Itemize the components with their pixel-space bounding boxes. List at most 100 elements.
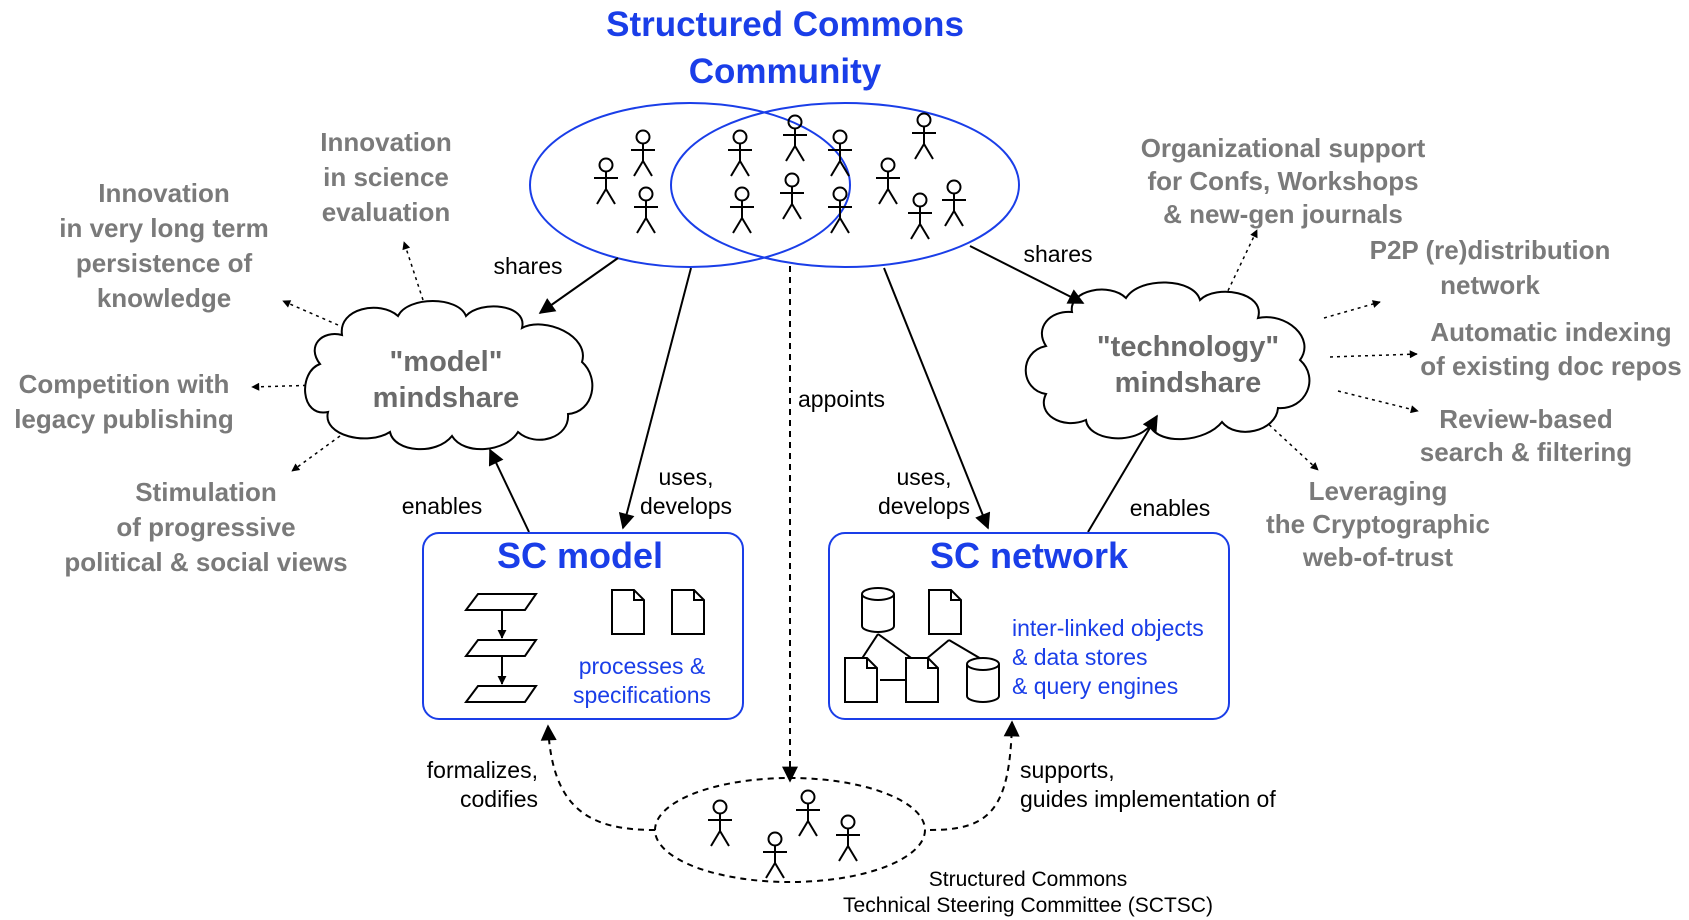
left-outcome-persistence: Innovation in very long term persistence… bbox=[59, 178, 269, 313]
dotted-arrow bbox=[282, 300, 339, 326]
person-icon bbox=[593, 157, 619, 205]
svg-text:in science: in science bbox=[323, 162, 449, 192]
left-outcome-stimulation: Stimulation of progressive political & s… bbox=[64, 477, 347, 577]
person-icon bbox=[779, 172, 805, 220]
left-outcome-competition: Competition with legacy publishing bbox=[14, 369, 234, 434]
technology-cloud-line-2: mindshare bbox=[1115, 367, 1262, 399]
svg-text:political & social views: political & social views bbox=[64, 547, 347, 577]
label-enables-left: enables bbox=[402, 493, 483, 519]
technology-mindshare-cloud bbox=[1024, 281, 1311, 440]
label-appoints: appoints bbox=[798, 386, 885, 412]
label-uses-right-2: develops bbox=[878, 493, 970, 519]
sc-network-caption-1: inter-linked objects bbox=[1012, 615, 1204, 641]
arrow-uses-right bbox=[883, 267, 991, 530]
svg-text:the Cryptographic: the Cryptographic bbox=[1266, 509, 1490, 539]
data-store-icon bbox=[861, 587, 895, 633]
svg-text:evaluation: evaluation bbox=[322, 197, 451, 227]
model-cloud-line-2: mindshare bbox=[373, 382, 520, 414]
community-ellipse-right bbox=[670, 102, 1020, 268]
dotted-arrow bbox=[1329, 350, 1418, 359]
dotted-arrow bbox=[291, 435, 341, 472]
svg-text:Stimulation: Stimulation bbox=[135, 477, 277, 507]
dotted-arrow bbox=[1337, 390, 1419, 414]
committee-label-2: Technical Steering Committee (SCTSC) bbox=[843, 894, 1213, 917]
svg-text:persistence of: persistence of bbox=[76, 248, 253, 278]
svg-text:Competition with: Competition with bbox=[19, 369, 230, 399]
title-line-1: Structured Commons bbox=[606, 5, 964, 44]
person-icon bbox=[795, 789, 821, 837]
dotted-arrow bbox=[251, 382, 321, 391]
person-icon bbox=[941, 179, 967, 227]
label-supports-2: guides implementation of bbox=[1020, 786, 1276, 812]
person-icon bbox=[707, 799, 733, 847]
person-icon bbox=[630, 129, 656, 177]
technology-cloud-line-1: "technology" bbox=[1097, 331, 1279, 363]
sc-network-caption-2: & data stores bbox=[1012, 644, 1148, 670]
linked-object-icon bbox=[928, 589, 962, 635]
model-cloud-line-1: "model" bbox=[390, 346, 503, 378]
sc-model-title: SC model bbox=[497, 535, 663, 576]
network-links bbox=[860, 633, 984, 681]
label-shares-left: shares bbox=[493, 253, 562, 279]
right-outcome-arrows bbox=[1224, 229, 1419, 471]
arrow-formalizes bbox=[540, 724, 656, 831]
svg-text:knowledge: knowledge bbox=[97, 283, 231, 313]
svg-text:P2P (re)distribution: P2P (re)distribution bbox=[1370, 235, 1611, 265]
svg-text:of progressive: of progressive bbox=[116, 512, 295, 542]
label-uses-left-1: uses, bbox=[659, 464, 714, 490]
right-outcome-review-search: Review-based search & filtering bbox=[1420, 404, 1632, 467]
svg-text:Innovation: Innovation bbox=[98, 178, 229, 208]
sc-model-caption-2: specifications bbox=[573, 682, 711, 708]
right-outcome-web-of-trust: Leveraging the Cryptographic web-of-trus… bbox=[1266, 476, 1490, 572]
right-outcome-org-support: Organizational support for Confs, Worksh… bbox=[1141, 133, 1426, 229]
svg-text:Leveraging: Leveraging bbox=[1309, 476, 1448, 506]
committee-members bbox=[707, 789, 861, 879]
label-uses-right-1: uses, bbox=[897, 464, 952, 490]
linked-object-icon bbox=[844, 657, 878, 703]
label-formalizes-2: codifies bbox=[460, 786, 538, 812]
svg-text:search & filtering: search & filtering bbox=[1420, 437, 1632, 467]
left-outcome-science-eval: Innovation in science evaluation bbox=[320, 127, 451, 227]
right-outcome-indexing: Automatic indexing of existing doc repos bbox=[1420, 317, 1682, 381]
svg-text:Review-based: Review-based bbox=[1439, 404, 1612, 434]
person-icon bbox=[729, 186, 755, 234]
svg-text:Automatic indexing: Automatic indexing bbox=[1430, 317, 1671, 347]
svg-text:legacy publishing: legacy publishing bbox=[14, 404, 234, 434]
spec-document-icon bbox=[671, 589, 705, 635]
left-outcome-arrows bbox=[251, 241, 424, 472]
person-icon bbox=[911, 112, 937, 160]
model-mindshare-cloud bbox=[304, 300, 594, 450]
svg-text:for Confs, Workshops: for Confs, Workshops bbox=[1147, 166, 1418, 196]
title-line-2: Community bbox=[689, 52, 882, 91]
person-icon bbox=[875, 157, 901, 205]
person-icon bbox=[727, 129, 753, 177]
person-icon bbox=[907, 192, 933, 240]
sc-network-caption-3: & query engines bbox=[1012, 673, 1178, 699]
community-ellipse-left bbox=[529, 102, 851, 268]
dotted-arrow bbox=[1263, 419, 1319, 471]
label-shares-right: shares bbox=[1023, 241, 1092, 267]
linked-object-icon bbox=[905, 657, 939, 703]
arrow-enables-left bbox=[488, 448, 530, 533]
arrow-shares-left bbox=[538, 257, 619, 314]
svg-text:web-of-trust: web-of-trust bbox=[1302, 542, 1454, 572]
dotted-arrow bbox=[1323, 300, 1381, 319]
person-icon bbox=[827, 129, 853, 177]
person-icon bbox=[835, 814, 861, 862]
dotted-arrow bbox=[402, 241, 424, 301]
arrow-shares-right bbox=[969, 245, 1085, 304]
svg-text:network: network bbox=[1440, 270, 1540, 300]
label-supports-1: supports, bbox=[1020, 757, 1115, 783]
community-members bbox=[593, 112, 967, 240]
svg-text:Innovation: Innovation bbox=[320, 127, 451, 157]
person-icon bbox=[762, 831, 788, 879]
process-flow-icon bbox=[464, 593, 538, 703]
arrow-uses-left bbox=[618, 267, 692, 530]
svg-text:Organizational support: Organizational support bbox=[1141, 133, 1426, 163]
label-formalizes-1: formalizes, bbox=[427, 757, 538, 783]
spec-document-icon bbox=[611, 589, 645, 635]
label-uses-left-2: develops bbox=[640, 493, 732, 519]
svg-text:& new-gen journals: & new-gen journals bbox=[1163, 199, 1403, 229]
svg-text:in very long term: in very long term bbox=[59, 213, 269, 243]
